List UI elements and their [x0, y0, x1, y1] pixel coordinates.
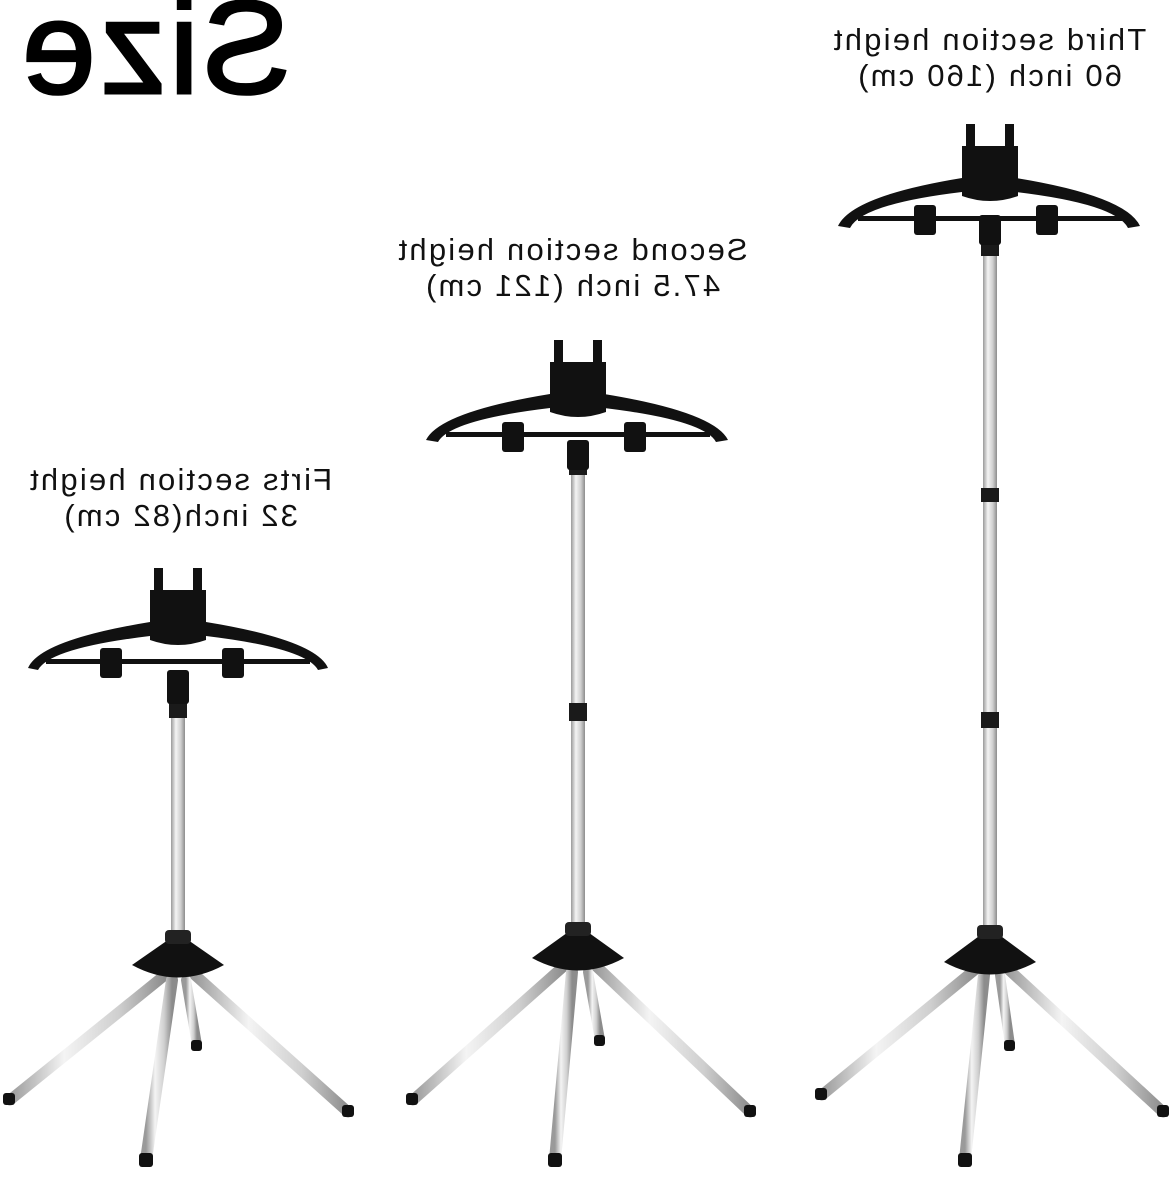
- stand-1: [3, 568, 354, 1167]
- stand-3: [815, 124, 1169, 1167]
- stand-2: [406, 340, 756, 1167]
